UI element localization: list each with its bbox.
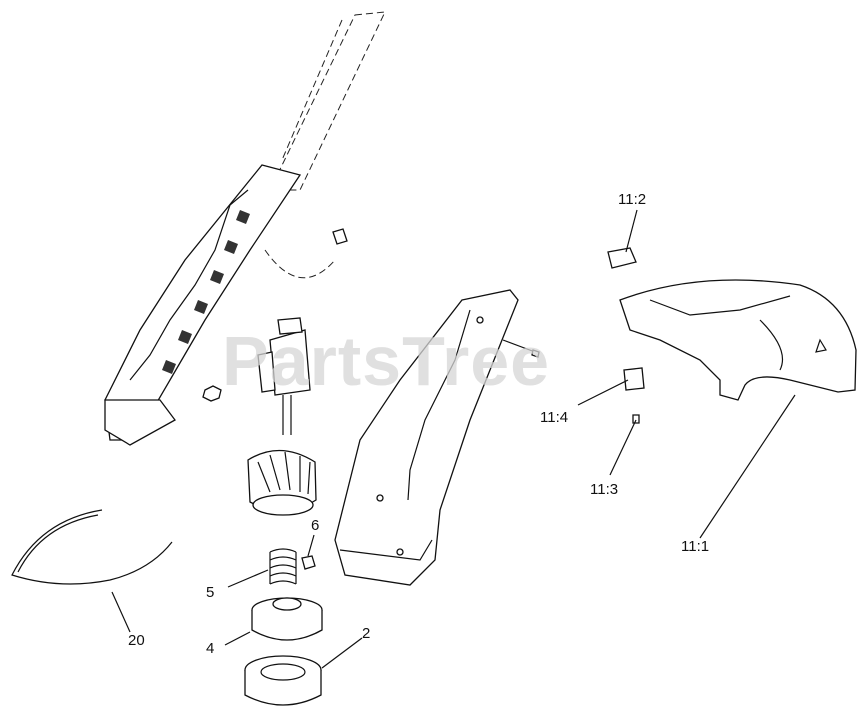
- callout-11-3: 11:3: [590, 481, 618, 498]
- callout-4: 4: [206, 640, 214, 657]
- upper-housing-half: [104, 11, 386, 446]
- spool-cap: [244, 655, 322, 706]
- trimmer-line: [11, 509, 173, 585]
- spool: [251, 597, 323, 641]
- lower-housing: [334, 289, 540, 586]
- callout-11-1: 11:1: [681, 538, 709, 555]
- callout-11-2: 11:2: [618, 191, 646, 208]
- fan: [247, 449, 317, 516]
- callout-2: 2: [362, 625, 370, 642]
- leader-lines: [111, 209, 796, 669]
- callout-11-4: 11:4: [540, 409, 568, 426]
- guard-assembly: [607, 247, 857, 424]
- callout-20: 20: [128, 632, 145, 649]
- small-nut: [301, 555, 316, 570]
- motor: [257, 317, 311, 435]
- spring: [269, 548, 297, 585]
- callout-6: 6: [311, 517, 319, 534]
- watermark: PartsTree: [222, 322, 550, 400]
- callout-5: 5: [206, 584, 214, 601]
